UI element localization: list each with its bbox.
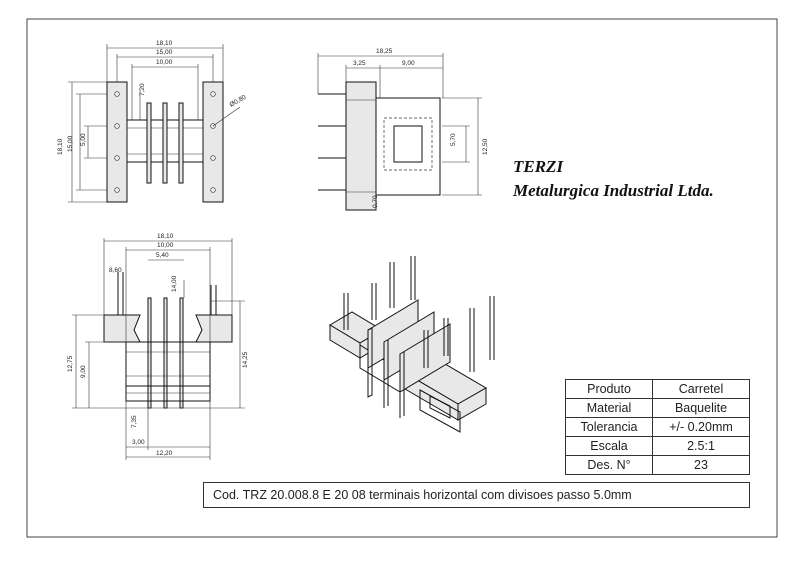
row-value: Carretel <box>652 379 750 399</box>
drawing-frame <box>26 18 778 538</box>
dim-bottom-width: 12,20 <box>156 450 173 457</box>
dim-core-width: 10,00 <box>156 59 173 66</box>
dim-body-depth: 9,00 <box>402 60 415 67</box>
dim-plate-extension: 7,35 <box>131 415 138 428</box>
company-name: TERZI <box>513 157 564 176</box>
dim-pin-pitch: 5,00 <box>80 133 87 146</box>
dim-wall: 0,70 <box>372 195 379 208</box>
row-label: Produto <box>565 379 653 399</box>
title-block-row: Tolerancia +/- 0.20mm <box>565 417 750 437</box>
row-value: 2.5:1 <box>652 436 750 456</box>
dim-overall-width: 18,10 <box>156 40 173 47</box>
dim-body-width: 10,00 <box>157 242 174 249</box>
title-block-row: Material Baquelite <box>565 398 750 418</box>
row-label: Des. N° <box>565 455 653 475</box>
dim-plate-pitch: 3,00 <box>132 439 145 446</box>
title-block: Produto Carretel Material Baquelite Tole… <box>565 379 750 475</box>
dim-body-height: 12,50 <box>482 138 489 155</box>
company-subtitle: Metalurgica Industrial Ltda. <box>513 181 714 200</box>
dim-overall-height: 18,10 <box>57 138 64 155</box>
part-code-line: Cod. TRZ 20.008.8 E 20 08 terminais hori… <box>203 482 750 508</box>
row-value: Baquelite <box>652 398 750 418</box>
title-block-row: Produto Carretel <box>565 379 750 399</box>
dim-base-width: 18,10 <box>157 233 174 240</box>
dim-plate-height: 14,00 <box>171 275 178 292</box>
dim-side-height: 14,25 <box>242 351 249 368</box>
title-block-row: Des. N° 23 <box>565 455 750 475</box>
dim-pin-span: 15,00 <box>156 49 173 56</box>
view-bottom-left: 18,10 10,00 5,40 8,60 14,00 12,75 9,00 1… <box>67 233 249 460</box>
dim-body-height: 9,00 <box>80 365 87 378</box>
dim-total-height: 12,75 <box>67 355 74 372</box>
row-label: Material <box>565 398 653 418</box>
dim-window-height: 5,70 <box>450 133 457 146</box>
view-top-right: 18,25 3,25 9,00 5,70 12,50 0,70 <box>317 48 489 211</box>
dim-plate-span: 5,40 <box>156 252 169 259</box>
dim-flange-depth: 3,25 <box>353 60 366 67</box>
view-isometric <box>329 256 495 433</box>
dim-total-depth: 18,25 <box>376 48 393 55</box>
dim-offset: 7,20 <box>139 83 146 96</box>
row-value: +/- 0.20mm <box>652 417 750 437</box>
row-value: 23 <box>652 455 750 475</box>
view-top-left: 18,10 15,00 10,00 7,20 18,10 15,00 5,00 … <box>57 40 248 203</box>
dim-pin-offset: 8,60 <box>109 267 122 274</box>
row-label: Escala <box>565 436 653 456</box>
row-label: Tolerancia <box>565 417 653 437</box>
dim-pin-height: 15,00 <box>67 135 74 152</box>
title-block-row: Escala 2.5:1 <box>565 436 750 456</box>
dim-hole-diameter: Ø0,80 <box>229 94 248 109</box>
